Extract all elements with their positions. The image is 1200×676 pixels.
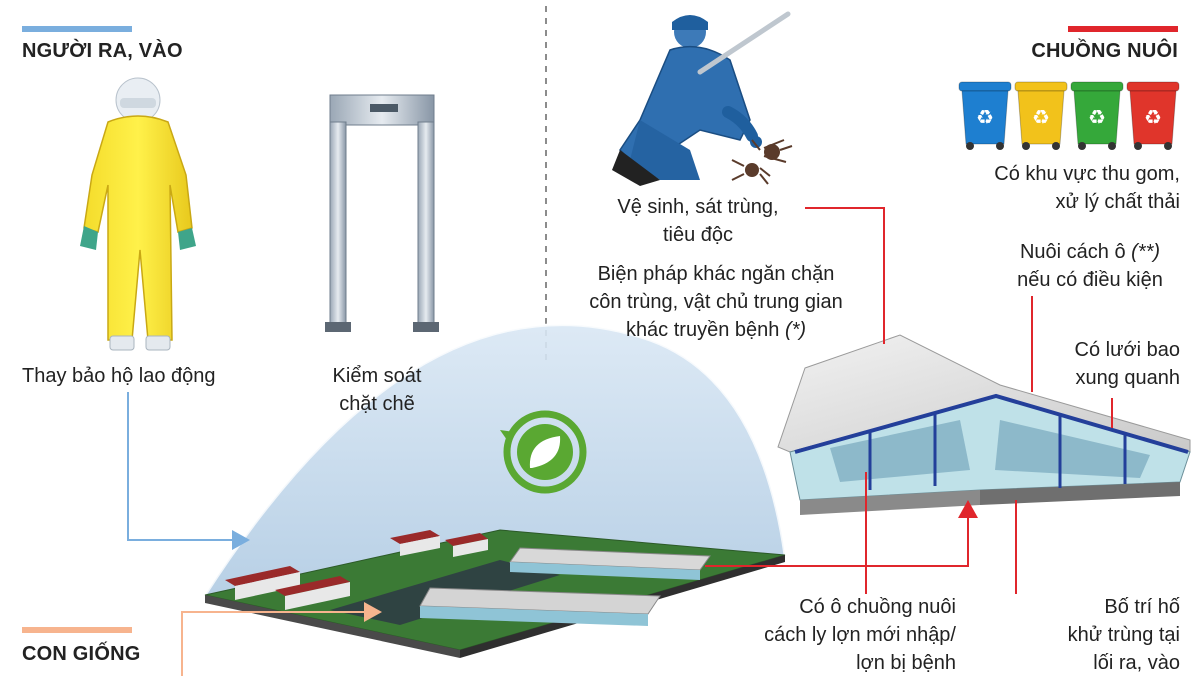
label-other-line2: côn trùng, vật chủ trung gian bbox=[589, 291, 843, 313]
label-cells-note: (**) bbox=[1131, 241, 1161, 263]
label-cells-line2: nếu có điều kiện bbox=[1017, 269, 1163, 291]
label-net-line2: xung quanh bbox=[1075, 367, 1180, 389]
waste-bin: ♻ bbox=[1070, 81, 1124, 150]
label-other-measures: Biện pháp khác ngăn chặn côn trùng, vật … bbox=[556, 260, 876, 344]
waste-bin: ♻ bbox=[958, 81, 1012, 150]
label-other-line1: Biện pháp khác ngăn chặn bbox=[597, 263, 835, 285]
recycle-icon: ♻ bbox=[1144, 105, 1162, 129]
label-net: Có lưới bao xung quanh bbox=[1030, 336, 1180, 392]
connector-dome-barn bbox=[705, 516, 969, 567]
ppe-suit-icon bbox=[80, 77, 196, 351]
spider-icon bbox=[731, 139, 793, 185]
label-sanitize-line2: tiêu độc bbox=[662, 224, 734, 246]
waste-bin: ♻ bbox=[1126, 81, 1180, 150]
label-footbath-line1: Bố trí hố bbox=[1104, 596, 1180, 618]
label-quarantine-line1: Có ô chuồng nuôi bbox=[799, 596, 956, 618]
pest-control-worker-icon bbox=[612, 11, 791, 186]
connector-sanitize bbox=[805, 207, 885, 344]
biosecurity-dome bbox=[203, 323, 787, 658]
label-quarantine: Có ô chuồng nuôi cách ly lợn mới nhập/ l… bbox=[740, 593, 956, 676]
recycle-icon: ♻ bbox=[1088, 105, 1106, 129]
security-gate-icon bbox=[325, 94, 439, 332]
waste-bin: ♻ bbox=[1014, 81, 1068, 150]
connector-breeds bbox=[181, 611, 368, 676]
label-net-line1: Có lưới bao bbox=[1074, 339, 1180, 361]
label-footbath: Bố trí hố khử trùng tại lối ra, vào bbox=[1020, 593, 1180, 676]
label-waste-line2: xử lý chất thải bbox=[1055, 191, 1180, 213]
section-title-pens: CHUỒNG NUÔI bbox=[1031, 40, 1178, 62]
label-sanitize: Vệ sinh, sát trùng, tiêu độc bbox=[592, 193, 804, 249]
label-ppe: Thay bảo hộ lao động bbox=[22, 365, 216, 387]
pens-accent-bar bbox=[1068, 26, 1178, 32]
label-footbath-line2: khử trùng tại bbox=[1067, 624, 1180, 646]
recycle-icon: ♻ bbox=[976, 105, 994, 129]
connector-ppe bbox=[127, 392, 236, 541]
breeds-accent-bar bbox=[22, 627, 132, 633]
label-gate: Kiểm soát chặt chẽ bbox=[312, 362, 442, 418]
label-other-note: (*) bbox=[784, 319, 807, 341]
pig-barn-cutaway bbox=[777, 334, 1191, 515]
waste-bins: ♻ ♻ ♻ ♻ bbox=[958, 81, 1180, 150]
recycle-icon: ♻ bbox=[1032, 105, 1050, 129]
label-cells: Nuôi cách ô (**) nếu có điều kiện bbox=[995, 238, 1185, 294]
label-quarantine-line3: lợn bị bệnh bbox=[856, 652, 956, 674]
label-sanitize-line1: Vệ sinh, sát trùng, bbox=[617, 196, 779, 218]
label-quarantine-line2: cách ly lợn mới nhập/ bbox=[764, 624, 956, 646]
label-footbath-line3: lối ra, vào bbox=[1093, 652, 1180, 674]
label-cells-line1: Nuôi cách ô (**) bbox=[1019, 241, 1161, 263]
eco-leaf-icon bbox=[500, 410, 587, 494]
label-gate-line1: Kiểm soát bbox=[332, 365, 422, 387]
label-gate-line2: chặt chẽ bbox=[339, 393, 415, 415]
label-other-line3: khác truyền bệnh (*) bbox=[625, 319, 807, 341]
people-accent-bar bbox=[22, 26, 132, 32]
label-waste: Có khu vực thu gom, xử lý chất thải bbox=[930, 160, 1180, 216]
section-title-breeds: CON GIỐNG bbox=[22, 643, 141, 665]
section-title-people: NGƯỜI RA, VÀO bbox=[22, 40, 183, 62]
label-waste-line1: Có khu vực thu gom, bbox=[994, 163, 1180, 185]
